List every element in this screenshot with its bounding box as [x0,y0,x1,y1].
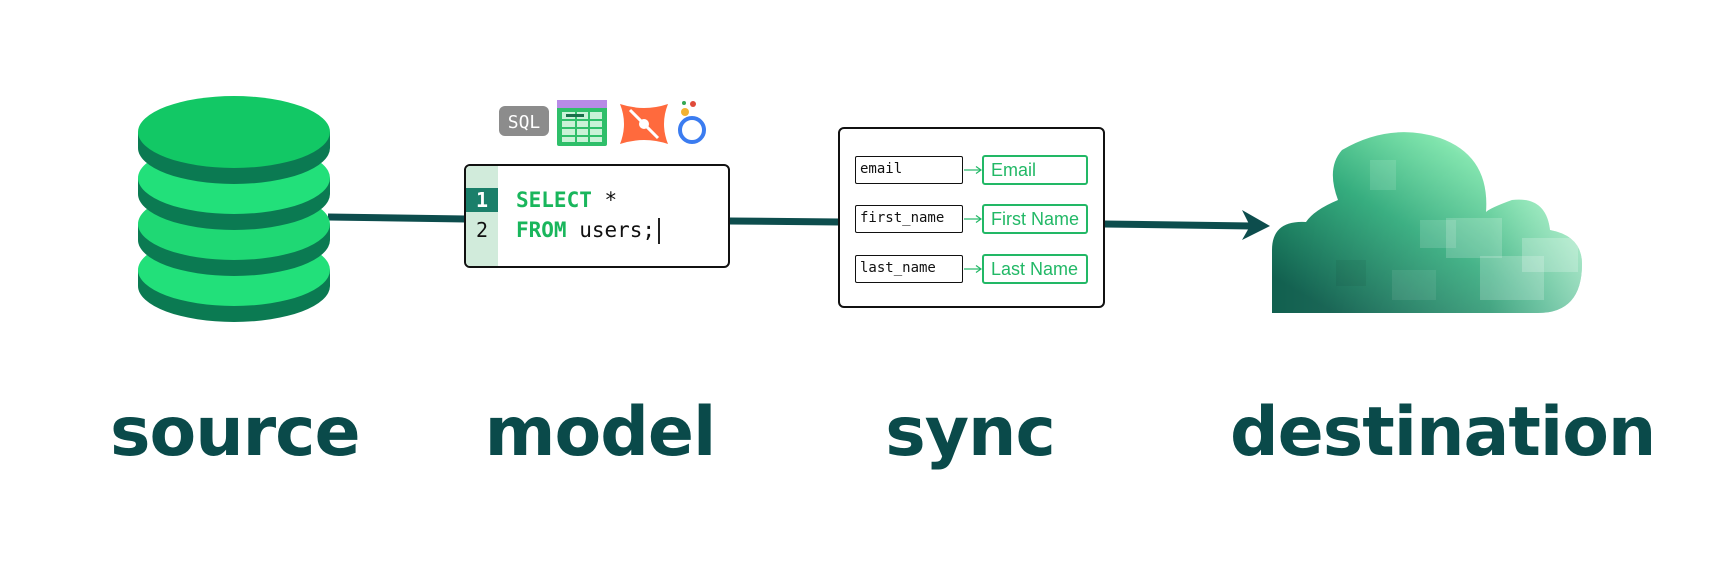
sql-keyword: SELECT [516,188,592,212]
sql-badge-icon: SQL [499,106,549,136]
stage-label-sync: sync [885,393,1056,472]
destination-field[interactable]: First Name [982,204,1088,234]
stage-label-destination: destination [1230,393,1656,472]
connector-sync-destination [1103,220,1253,230]
source-field[interactable]: first_name [855,205,963,233]
destination-field[interactable]: Email [982,155,1088,185]
line-number: 2 [475,218,489,242]
source-field[interactable]: last_name [855,255,963,283]
looker-icon [678,101,706,144]
connector-source-model [327,213,467,223]
sql-badge-text: SQL [508,112,541,133]
connector-model-sync [728,217,841,226]
code-line: SELECT * [516,186,617,214]
line-gutter [466,166,498,266]
map-arrow-icon [964,166,982,174]
arrow-head-icon [1242,210,1270,240]
sql-editor[interactable]: 1 2 SELECT * FROM users; [464,164,730,268]
spreadsheet-icon [557,100,607,146]
code-text: users; [566,218,656,242]
map-arrow-icon [964,215,982,223]
destination-field[interactable]: Last Name [982,254,1088,284]
stage-label-source: source [110,393,361,472]
code-line: FROM users; [516,216,661,244]
stage-label-model: model [484,393,717,472]
line-number: 1 [466,188,498,212]
code-text: * [591,188,618,212]
source-field[interactable]: email [855,156,963,184]
cloud-icon [1272,132,1582,313]
dbt-icon [620,104,668,144]
text-caret [658,218,661,244]
database-icon [138,96,330,322]
map-arrow-icon [964,265,982,273]
field-mapping-panel: email Email first_name First Name last_n… [838,127,1105,308]
sql-keyword: FROM [516,218,567,242]
